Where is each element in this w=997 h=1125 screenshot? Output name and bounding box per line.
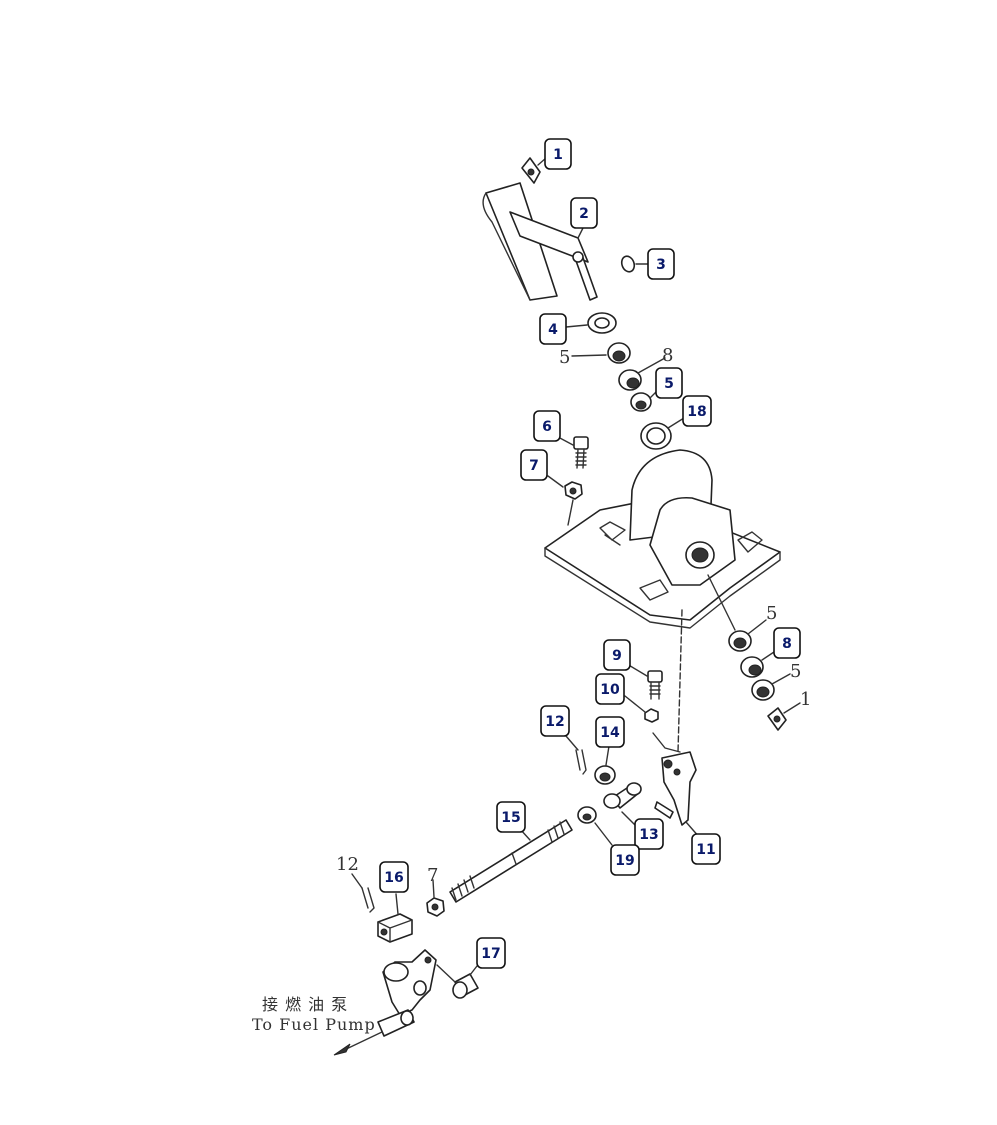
part-12-cotter-pin: [565, 735, 587, 775]
callout-8: 8: [773, 627, 801, 659]
part-19-nut: [577, 806, 613, 846]
callout-19: 19: [610, 844, 640, 876]
callout-16: 16: [379, 861, 409, 893]
svg-text:15: 15: [501, 810, 520, 826]
label-8-upper: 8: [662, 345, 673, 366]
svg-text:17: 17: [481, 946, 500, 962]
svg-text:10: 10: [600, 682, 620, 698]
pedal-base-bracket: [544, 449, 781, 753]
callout-7: 7: [520, 449, 548, 481]
part-12-cotter-pin-lower: [351, 873, 375, 913]
caption-english: To Fuel Pump: [252, 1015, 376, 1034]
bushing-stack-upper: [571, 342, 685, 450]
callout-12: 12: [540, 705, 570, 737]
svg-text:18: 18: [687, 404, 706, 420]
part-16-clevis: [377, 893, 413, 943]
svg-text:6: 6: [542, 419, 552, 435]
bushing-stack-right: [728, 619, 801, 731]
callout-13: 13: [634, 818, 664, 850]
part-11-lever: [652, 732, 701, 839]
callout-18: 18: [682, 395, 712, 427]
callout-2: 2: [570, 197, 598, 229]
callout-4: 4: [539, 313, 567, 345]
svg-text:12: 12: [545, 714, 564, 730]
part-10-nut: [624, 695, 659, 723]
svg-text:8: 8: [782, 636, 792, 652]
callout-14: 14: [595, 716, 625, 748]
part-17-bolt: [436, 964, 479, 999]
part-3-pin: [620, 255, 649, 273]
part-7-nut: [547, 475, 583, 526]
callout-5: 5: [655, 367, 683, 399]
svg-text:16: 16: [384, 870, 403, 886]
callout-17: 17: [476, 937, 506, 969]
callout-3: 3: [647, 248, 675, 280]
part-2-pedal: [482, 182, 598, 301]
svg-text:19: 19: [615, 853, 634, 869]
part-4-washer: [565, 312, 617, 334]
svg-text:1: 1: [553, 147, 563, 163]
svg-text:13: 13: [639, 827, 658, 843]
label-5-right-a: 5: [766, 603, 777, 624]
callout-1: 1: [544, 138, 572, 170]
svg-text:11: 11: [696, 842, 715, 858]
svg-text:14: 14: [600, 725, 620, 741]
label-5-right-b: 5: [790, 661, 801, 682]
label-12-lower: 12: [336, 854, 359, 875]
callout-11: 11: [691, 833, 721, 865]
part-14-bushing: [594, 745, 616, 785]
caption-chinese: 接 燃 油 泵: [262, 995, 348, 1014]
part-9-bolt: [626, 663, 663, 700]
part-6-bolt: [557, 436, 589, 469]
callout-6: 6: [533, 410, 561, 442]
label-1-right: 1: [800, 689, 811, 710]
svg-text:5: 5: [664, 376, 674, 392]
svg-text:9: 9: [612, 648, 622, 664]
part-13-link: [603, 782, 642, 827]
callout-15: 15: [496, 801, 526, 833]
svg-text:2: 2: [579, 206, 589, 222]
part-1-clip: [521, 157, 547, 184]
part-7-nut-lower: [426, 879, 445, 917]
callout-9: 9: [603, 639, 631, 671]
lower-lever-assembly: [333, 949, 437, 1056]
label-7-lower: 7: [427, 865, 438, 886]
svg-text:4: 4: [548, 322, 558, 338]
label-5-upper: 5: [559, 347, 570, 368]
svg-text:7: 7: [529, 458, 539, 474]
callout-10: 10: [595, 673, 625, 705]
svg-text:3: 3: [656, 257, 666, 273]
